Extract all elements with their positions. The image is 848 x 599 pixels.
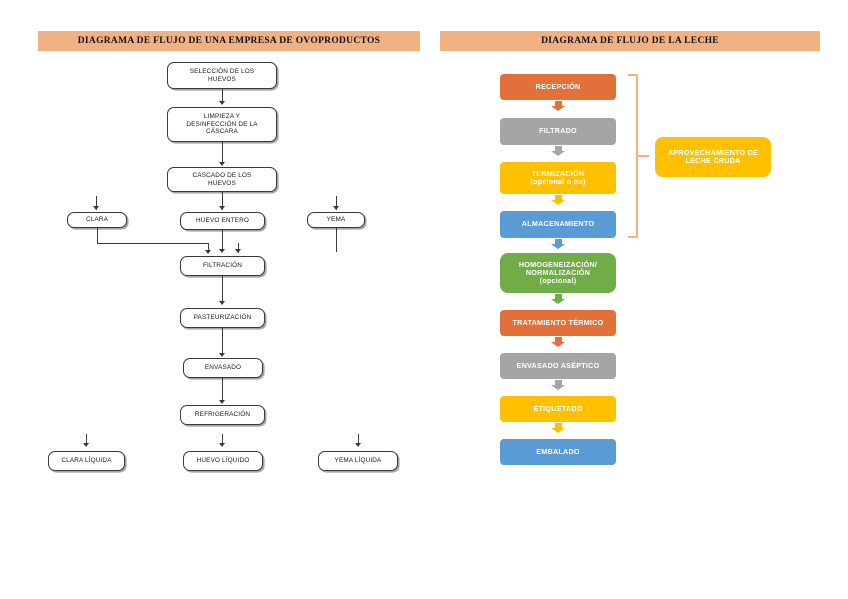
milk-node-etiquetado-label: ETIQUETADO <box>533 403 583 413</box>
egg-connector-clara-across <box>97 243 209 244</box>
egg-node-clara-liquida-label: CLARA LÍQUIDA <box>61 457 112 465</box>
egg-node-limpieza-line2: DESINFECCIÓN DE LA <box>186 120 258 128</box>
egg-connector-clara-down <box>97 228 98 244</box>
egg-arrow-filtracion-right <box>234 249 241 253</box>
egg-node-yema-label: YEMA <box>326 216 346 224</box>
egg-node-seleccion-line2: HUEVOS <box>208 75 236 83</box>
egg-node-huevo-entero[interactable]: HUEVO ENTERO <box>180 212 265 230</box>
egg-node-yema-liquida-label: YEMA LÍQUIDA <box>334 457 382 465</box>
egg-arrow-envasado <box>218 353 225 357</box>
egg-connector-huevoentero-down <box>222 230 223 252</box>
milk-node-envasado-aseptico[interactable]: ENVASADO ASÉPTICO <box>500 353 616 379</box>
egg-connector-clara-liquida <box>86 434 87 446</box>
egg-arrow-huevoentero <box>218 206 225 210</box>
milk-diagram-title: DIAGRAMA DE FLUJO DE LA LECHE <box>440 31 820 51</box>
egg-arrow-filtracion-left <box>204 250 211 254</box>
bracket-top-arm <box>628 74 638 76</box>
milk-node-homogeneizacion[interactable]: HOMOGENEIZACIÓN/ NORMALIZACIÓN (opcional… <box>500 253 616 293</box>
milk-node-envasado-aseptico-label: ENVASADO ASÉPTICO <box>516 360 600 370</box>
egg-node-huevo-liquido[interactable]: HUEVO LÍQUIDO <box>183 451 263 471</box>
egg-arrow-huevo-liquido <box>218 443 225 447</box>
egg-node-refrigeracion-label: REFRIGERACIÓN <box>194 411 251 419</box>
egg-connector-seleccion-limpieza <box>222 89 223 103</box>
egg-node-clara[interactable]: CLARA <box>67 212 127 228</box>
milk-node-recepcion-label: RECEPCIÓN <box>535 81 581 91</box>
egg-node-filtracion-label: FILTRACIÓN <box>202 262 243 270</box>
milk-callout-bracket <box>628 74 649 238</box>
egg-node-pasteurizacion-label: PASTEURIZACIÓN <box>193 314 252 322</box>
egg-connector-yema-down <box>336 228 337 252</box>
egg-connector-limpieza-cascado <box>222 142 223 164</box>
milk-node-filtrado-label: FILTRADO <box>539 126 577 136</box>
egg-connector-pasteurizacion-envasado <box>222 328 223 356</box>
milk-node-homogeneizacion-line3: (opcional) <box>539 276 577 286</box>
egg-node-seleccion-line1: SELECCIÓN DE LOS <box>189 68 255 76</box>
egg-connector-clara-in <box>96 196 97 210</box>
egg-arrow-yema <box>332 206 339 210</box>
egg-connector-yema-into-filtracion <box>238 243 239 253</box>
milk-node-termizacion-line2: (opcional o no) <box>530 177 586 186</box>
egg-connector-yema-liquida <box>358 434 359 446</box>
egg-node-cascado[interactable]: CASCADO DE LOS HUEVOS <box>167 167 277 192</box>
egg-node-refrigeracion[interactable]: REFRIGERACIÓN <box>180 405 265 425</box>
milk-node-almacenamiento[interactable]: ALMACENAMIENTO <box>500 211 616 238</box>
egg-node-huevo-entero-label: HUEVO ENTERO <box>196 217 249 225</box>
bracket-middle-arm <box>636 155 649 157</box>
egg-connector-clara-into-filtracion <box>208 243 209 253</box>
milk-callout-aprovechamiento[interactable]: APROVECHAMIENTO DE LECHE CRUDA <box>655 137 771 177</box>
egg-diagram-title: DIAGRAMA DE FLUJO DE UNA EMPRESA DE OVOP… <box>38 31 420 51</box>
milk-node-homogeneizacion-line2: NORMALIZACIÓN <box>525 267 591 277</box>
egg-connector-cascado-huevoentero <box>222 192 223 210</box>
egg-arrow-limpieza <box>218 101 225 105</box>
egg-node-cascado-line1: CASCADO DE LOS <box>192 172 252 180</box>
egg-arrow-refrigeracion <box>218 400 225 404</box>
egg-connector-filtracion-pasteurizacion <box>222 276 223 304</box>
egg-node-limpieza[interactable]: LIMPIEZA Y DESINFECCIÓN DE LA CÁSCARA <box>167 107 277 142</box>
milk-node-etiquetado[interactable]: ETIQUETADO <box>500 396 616 422</box>
bracket-bottom-arm <box>628 236 638 238</box>
milk-callout-line2: LECHE CRUDA <box>685 156 741 165</box>
egg-arrow-clara <box>92 206 99 210</box>
egg-connector-envasado-refrigeracion <box>222 378 223 403</box>
milk-node-embalado-label: EMBALADO <box>536 446 580 456</box>
egg-node-pasteurizacion[interactable]: PASTEURIZACIÓN <box>180 308 265 328</box>
egg-node-envasado-label: ENVASADO <box>204 364 242 372</box>
egg-node-clara-liquida[interactable]: CLARA LÍQUIDA <box>48 451 125 471</box>
milk-node-recepcion[interactable]: RECEPCIÓN <box>500 74 616 100</box>
milk-node-tratamiento-termico[interactable]: TRATAMIENTO TÉRMICO <box>500 310 616 336</box>
egg-node-clara-label: CLARA <box>85 216 109 224</box>
egg-arrow-filtracion-center <box>218 249 225 253</box>
egg-node-seleccion[interactable]: SELECCIÓN DE LOS HUEVOS <box>167 62 277 89</box>
egg-connector-yema-in <box>336 196 337 210</box>
egg-node-envasado[interactable]: ENVASADO <box>183 358 263 378</box>
egg-arrow-yema-liquida <box>354 443 361 447</box>
milk-node-termizacion[interactable]: TERMIZACIÓN (opcional o no) <box>500 162 616 194</box>
milk-node-almacenamiento-label: ALMACENAMIENTO <box>521 219 595 229</box>
egg-node-yema[interactable]: YEMA <box>307 212 365 228</box>
egg-arrow-cascado <box>218 162 225 166</box>
egg-node-yema-liquida[interactable]: YEMA LÍQUIDA <box>318 451 398 471</box>
milk-node-tratamiento-termico-label: TRATAMIENTO TÉRMICO <box>512 317 604 327</box>
milk-node-termizacion-line1: TERMIZACIÓN <box>531 168 585 178</box>
milk-node-homogeneizacion-line1: HOMOGENEIZACIÓN/ <box>518 259 598 269</box>
egg-arrow-clara-liquida <box>82 443 89 447</box>
egg-node-filtracion[interactable]: FILTRACIÓN <box>180 256 265 276</box>
egg-node-limpieza-line3: CÁSCARA <box>206 128 238 136</box>
egg-node-cascado-line2: HUEVOS <box>208 179 236 187</box>
egg-node-huevo-liquido-label: HUEVO LÍQUIDO <box>196 457 250 465</box>
egg-connector-huevo-liquido <box>222 434 223 446</box>
milk-callout-line1: APROVECHAMIENTO DE <box>667 147 759 157</box>
egg-arrow-pasteurizacion <box>218 301 225 305</box>
milk-node-filtrado[interactable]: FILTRADO <box>500 118 616 145</box>
egg-node-limpieza-line1: LIMPIEZA Y <box>203 113 241 121</box>
milk-node-embalado[interactable]: EMBALADO <box>500 439 616 465</box>
